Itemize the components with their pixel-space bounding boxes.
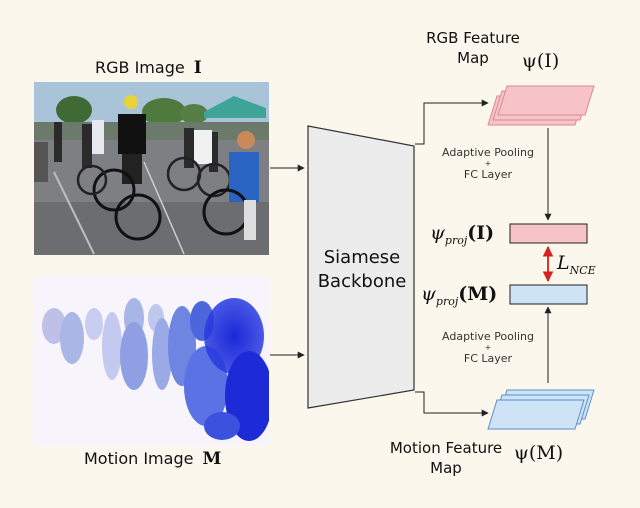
proj-rgb-arg: (I) <box>467 222 495 244</box>
proj-rgb-label: ψproj(I) <box>430 222 494 247</box>
nce-loss-sub: NCE <box>569 263 596 277</box>
motion-feature-symbol: ψ(M) <box>514 442 564 464</box>
pool-top-label: Adaptive Pooling + FC Layer <box>434 146 542 182</box>
motion-feature-label: Motion Feature Map <box>382 438 510 478</box>
motion-image-label-text: Motion Image <box>84 449 194 468</box>
proj-motion-label: ψproj(M) <box>421 283 497 308</box>
motion-image-label: Motion Image M <box>84 449 221 469</box>
siamese-backbone <box>307 125 415 409</box>
rgb-image-symbol: I <box>193 58 202 78</box>
backbone-to-motion-feature-arrow <box>415 391 489 417</box>
pool-bottom-line3: FC Layer <box>463 352 513 365</box>
rgb-image-label: RGB Image I <box>95 58 202 78</box>
rgb-feature-symbol: ψ(I) <box>522 50 560 72</box>
pool-bottom-label: Adaptive Pooling + FC Layer <box>434 330 542 366</box>
backbone-label-line1: Siamese <box>323 247 401 268</box>
pool-bottom-line2: + <box>484 343 492 352</box>
rgb-feature-label: RGB Feature Map <box>418 28 528 68</box>
proj-motion-arg: (M) <box>458 283 498 305</box>
proj-rgb-sub: proj <box>444 233 468 247</box>
motion-image <box>34 276 269 446</box>
proj-motion-psi: ψ <box>421 283 436 305</box>
pool-top-line3: FC Layer <box>463 168 513 181</box>
nce-loss-label: LNCE <box>557 252 596 277</box>
motion-feature-label-line2: Map <box>430 459 462 477</box>
proj-motion-vector <box>509 284 588 305</box>
proj-rgb-psi: ψ <box>430 222 445 244</box>
pool-bottom-line1: Adaptive Pooling <box>442 330 534 343</box>
rgb-feature-label-line2: Map <box>457 49 489 67</box>
pool-top-line2: + <box>484 159 492 168</box>
motion-feature-label-line1: Motion Feature <box>389 439 503 457</box>
pool-top-line1: Adaptive Pooling <box>442 146 534 159</box>
rgb-image <box>34 82 269 255</box>
backbone-label: Siamese Backbone <box>310 246 414 294</box>
rgb-feature-label-line1: RGB Feature <box>426 29 520 47</box>
motion-image-symbol: M <box>202 449 222 469</box>
nce-loss-symbol: L <box>557 252 570 274</box>
motion-feature-map <box>487 389 595 430</box>
backbone-label-line2: Backbone <box>317 271 407 292</box>
rgb-image-label-text: RGB Image <box>95 58 185 77</box>
proj-rgb-vector <box>509 223 588 244</box>
proj-motion-sub: proj <box>435 294 459 308</box>
rgb-feature-map <box>487 85 595 126</box>
backbone-to-rgb-feature-arrow <box>415 99 489 145</box>
